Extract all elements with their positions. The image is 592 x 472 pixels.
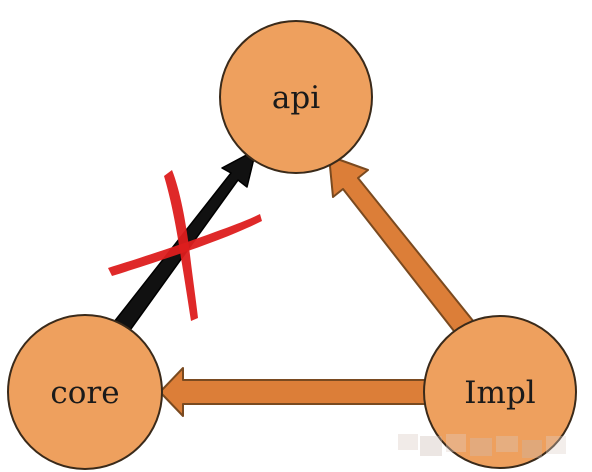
node-impl-circle bbox=[423, 315, 577, 469]
arrow-impl-to-api bbox=[328, 155, 479, 341]
node-api-label: api bbox=[272, 80, 320, 116]
watermark-blur bbox=[398, 434, 566, 458]
arrow-impl-to-core bbox=[159, 367, 433, 417]
arrow-impl-to-api-shape bbox=[328, 155, 479, 341]
node-core: core bbox=[7, 314, 163, 470]
red-cross-icon bbox=[108, 170, 262, 321]
node-impl-label: Impl bbox=[464, 375, 535, 411]
node-api: api bbox=[219, 20, 373, 174]
node-impl: Impl bbox=[423, 315, 577, 469]
arrow-impl-to-core-shape bbox=[159, 367, 433, 417]
node-api-circle bbox=[219, 20, 373, 174]
node-core-label: core bbox=[50, 375, 119, 411]
node-core-circle bbox=[7, 314, 163, 470]
red-cross-stroke-2 bbox=[108, 214, 262, 276]
